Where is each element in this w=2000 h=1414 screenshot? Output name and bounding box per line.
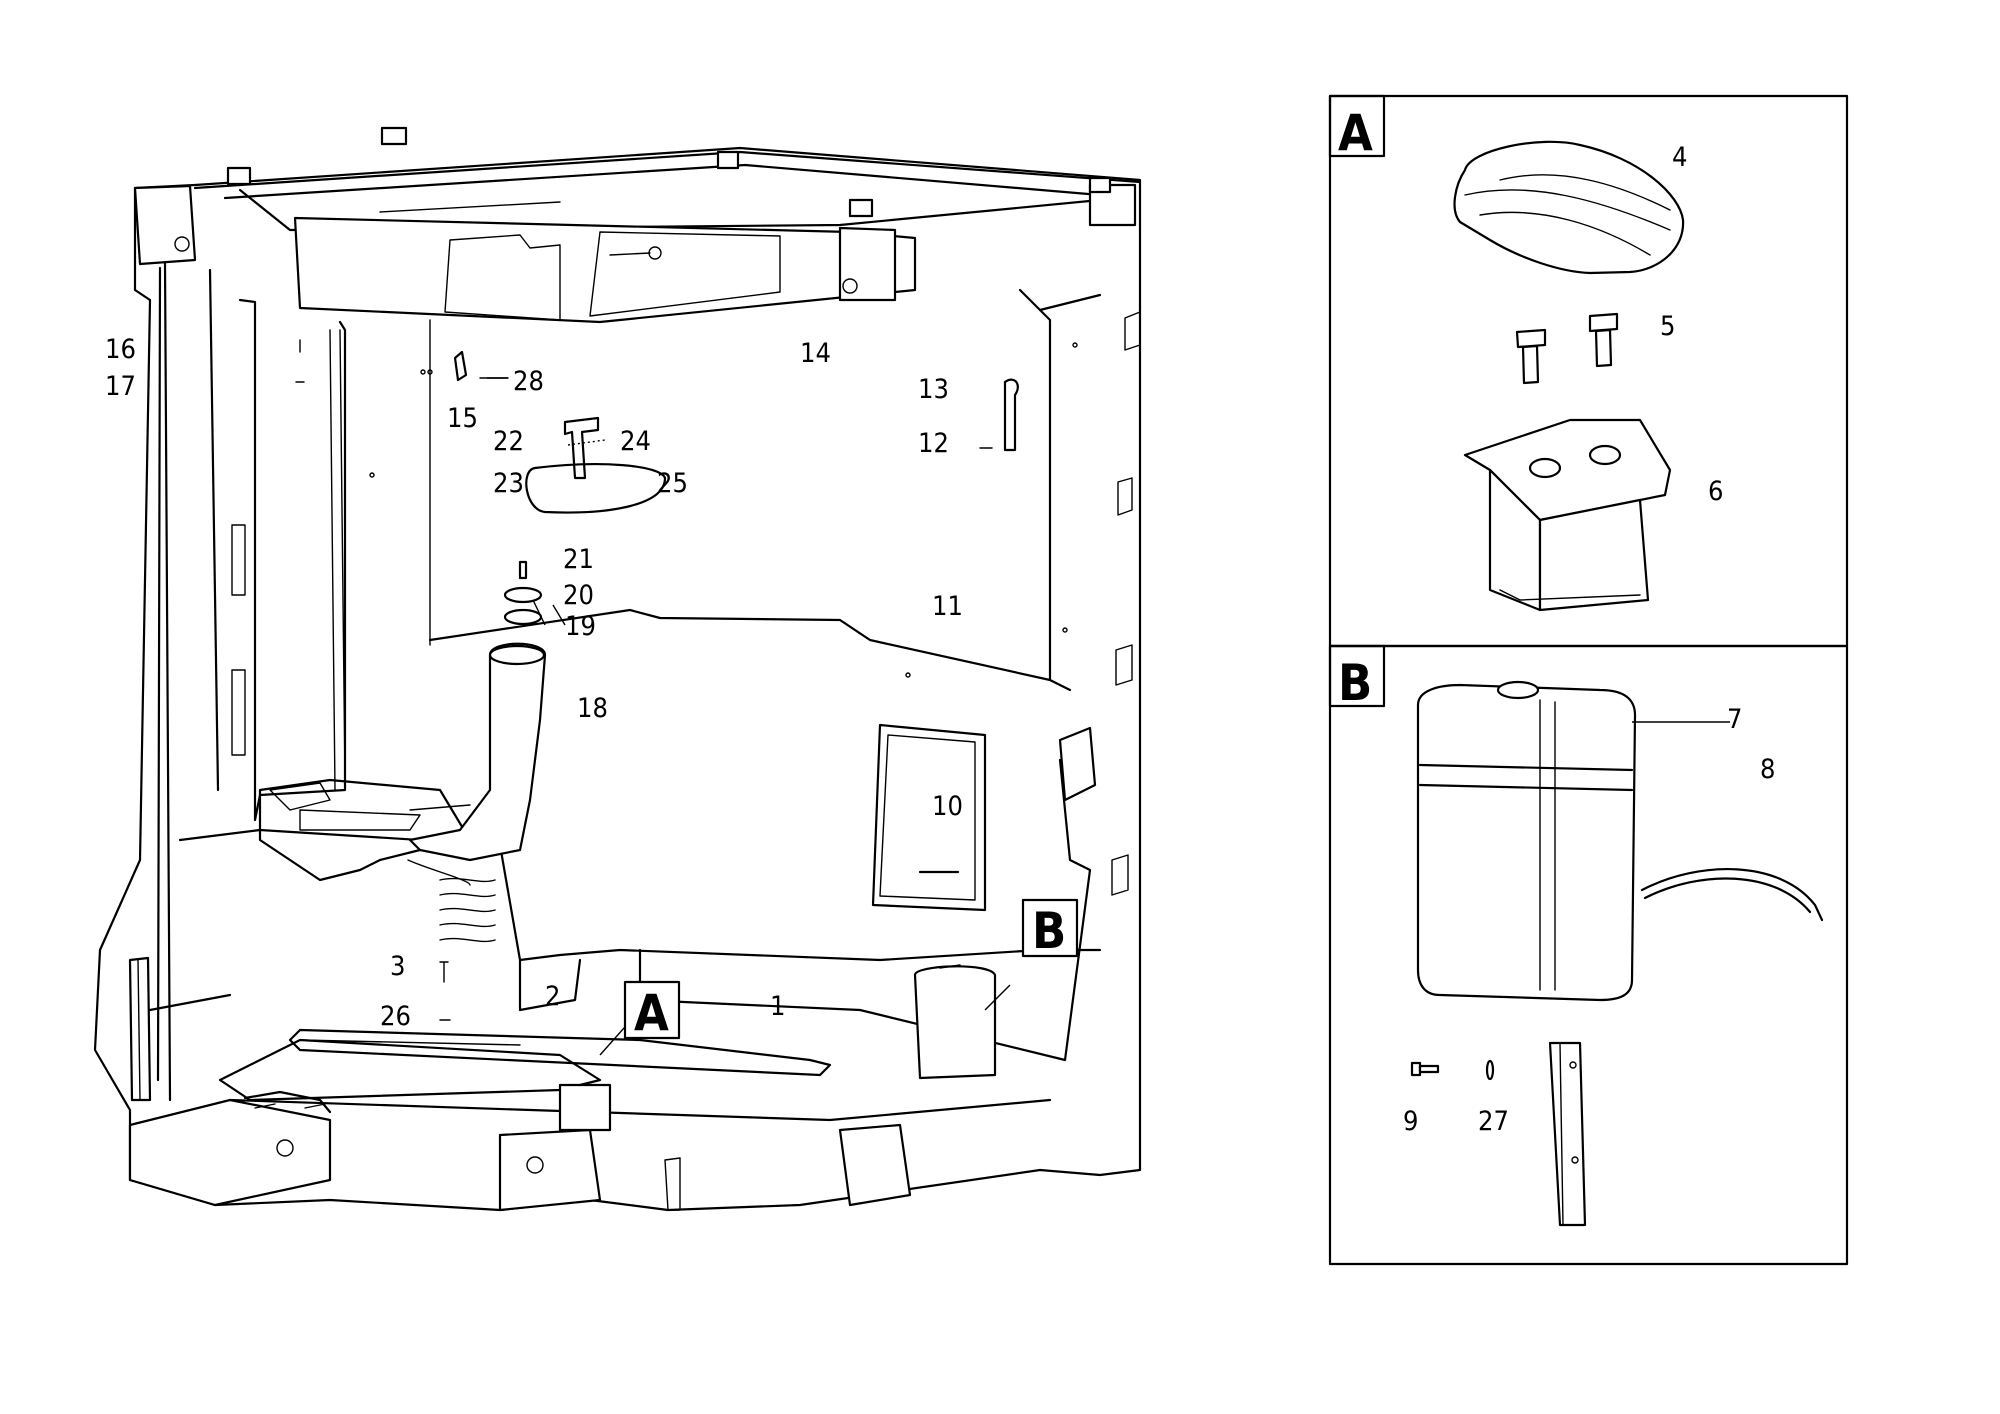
tag-b-detail: B bbox=[1338, 654, 1372, 712]
callout-10: 10 bbox=[932, 791, 963, 822]
main-tag-a: A bbox=[623, 980, 681, 1042]
cab-frame-assembly bbox=[93, 126, 1142, 1212]
callout-4: 4 bbox=[1672, 142, 1687, 173]
callout-26: 26 bbox=[380, 1001, 411, 1032]
callout-8: 8 bbox=[1760, 754, 1775, 785]
callout-20: 20 bbox=[563, 580, 594, 611]
callout-16: 16 bbox=[105, 334, 136, 365]
callout-24: 24 bbox=[620, 426, 651, 457]
detail-panel-b bbox=[1328, 644, 1849, 1266]
callout-labels: 1 2 3 4 5 6 7 8 9 10 11 12 13 14 15 16 1… bbox=[105, 142, 1775, 1137]
callout-23: 23 bbox=[493, 468, 524, 499]
callout-1: 1 bbox=[770, 991, 785, 1022]
callout-12: 12 bbox=[918, 428, 949, 459]
tag-a-main: A bbox=[634, 984, 669, 1042]
callout-28: 28 bbox=[513, 366, 544, 397]
tag-b-main: B bbox=[1032, 902, 1066, 960]
callout-27: 27 bbox=[1478, 1106, 1509, 1137]
callout-5: 5 bbox=[1660, 311, 1675, 342]
callout-19: 19 bbox=[565, 611, 596, 642]
callout-15: 15 bbox=[447, 403, 478, 434]
callout-18: 18 bbox=[577, 693, 608, 724]
callout-22: 22 bbox=[493, 426, 524, 457]
callout-25: 25 bbox=[657, 468, 688, 499]
callout-9: 9 bbox=[1403, 1106, 1418, 1137]
callout-2: 2 bbox=[545, 981, 560, 1012]
callout-21: 21 bbox=[563, 544, 594, 575]
callout-17: 17 bbox=[105, 371, 136, 402]
callout-6: 6 bbox=[1708, 476, 1723, 507]
tag-a-detail: A bbox=[1338, 104, 1373, 162]
main-tag-b: B bbox=[1021, 898, 1079, 960]
detail-panel-a bbox=[1328, 94, 1849, 648]
callout-3: 3 bbox=[390, 951, 405, 982]
callout-11: 11 bbox=[932, 591, 963, 622]
callout-13: 13 bbox=[918, 374, 949, 405]
callout-7: 7 bbox=[1727, 704, 1742, 735]
callout-14: 14 bbox=[800, 338, 831, 369]
